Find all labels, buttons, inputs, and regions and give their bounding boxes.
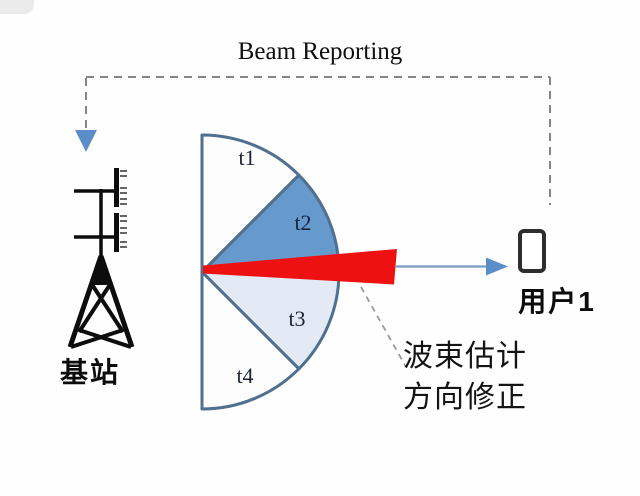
user-label: 用户1: [518, 286, 596, 317]
corrected-beam: [203, 249, 397, 285]
right-arrow-icon: [486, 257, 508, 276]
annotation-leader-line: [360, 286, 407, 368]
down-arrow-icon: [75, 130, 97, 152]
tower-left-leg: [67, 255, 104, 348]
beam-reporting-path: [85, 76, 551, 205]
sector-t1: [200, 133, 301, 274]
phone-icon: [518, 229, 546, 273]
sector-label-t2: t2: [294, 210, 312, 235]
antenna-ticks: [120, 170, 127, 248]
tower-bracing: [70, 281, 132, 349]
sector-t4: [200, 270, 301, 411]
sector-label-t3: t3: [288, 306, 306, 331]
annotation-line1: 波束估计: [403, 340, 527, 373]
annotation-line2: 方向修正: [403, 381, 527, 414]
base-station-icon: [67, 168, 135, 349]
sector-label-t1: t1: [238, 145, 256, 170]
annotation-text: 波束估计 方向修正: [403, 336, 527, 418]
base-station-label: 基站: [59, 357, 121, 388]
beam-sweep-semicircle: [200, 133, 341, 411]
sector-label-t4: t4: [236, 363, 254, 388]
corner-artifact: [0, 0, 34, 14]
diagram-title: Beam Reporting: [237, 38, 403, 65]
tower-right-leg: [98, 255, 135, 348]
